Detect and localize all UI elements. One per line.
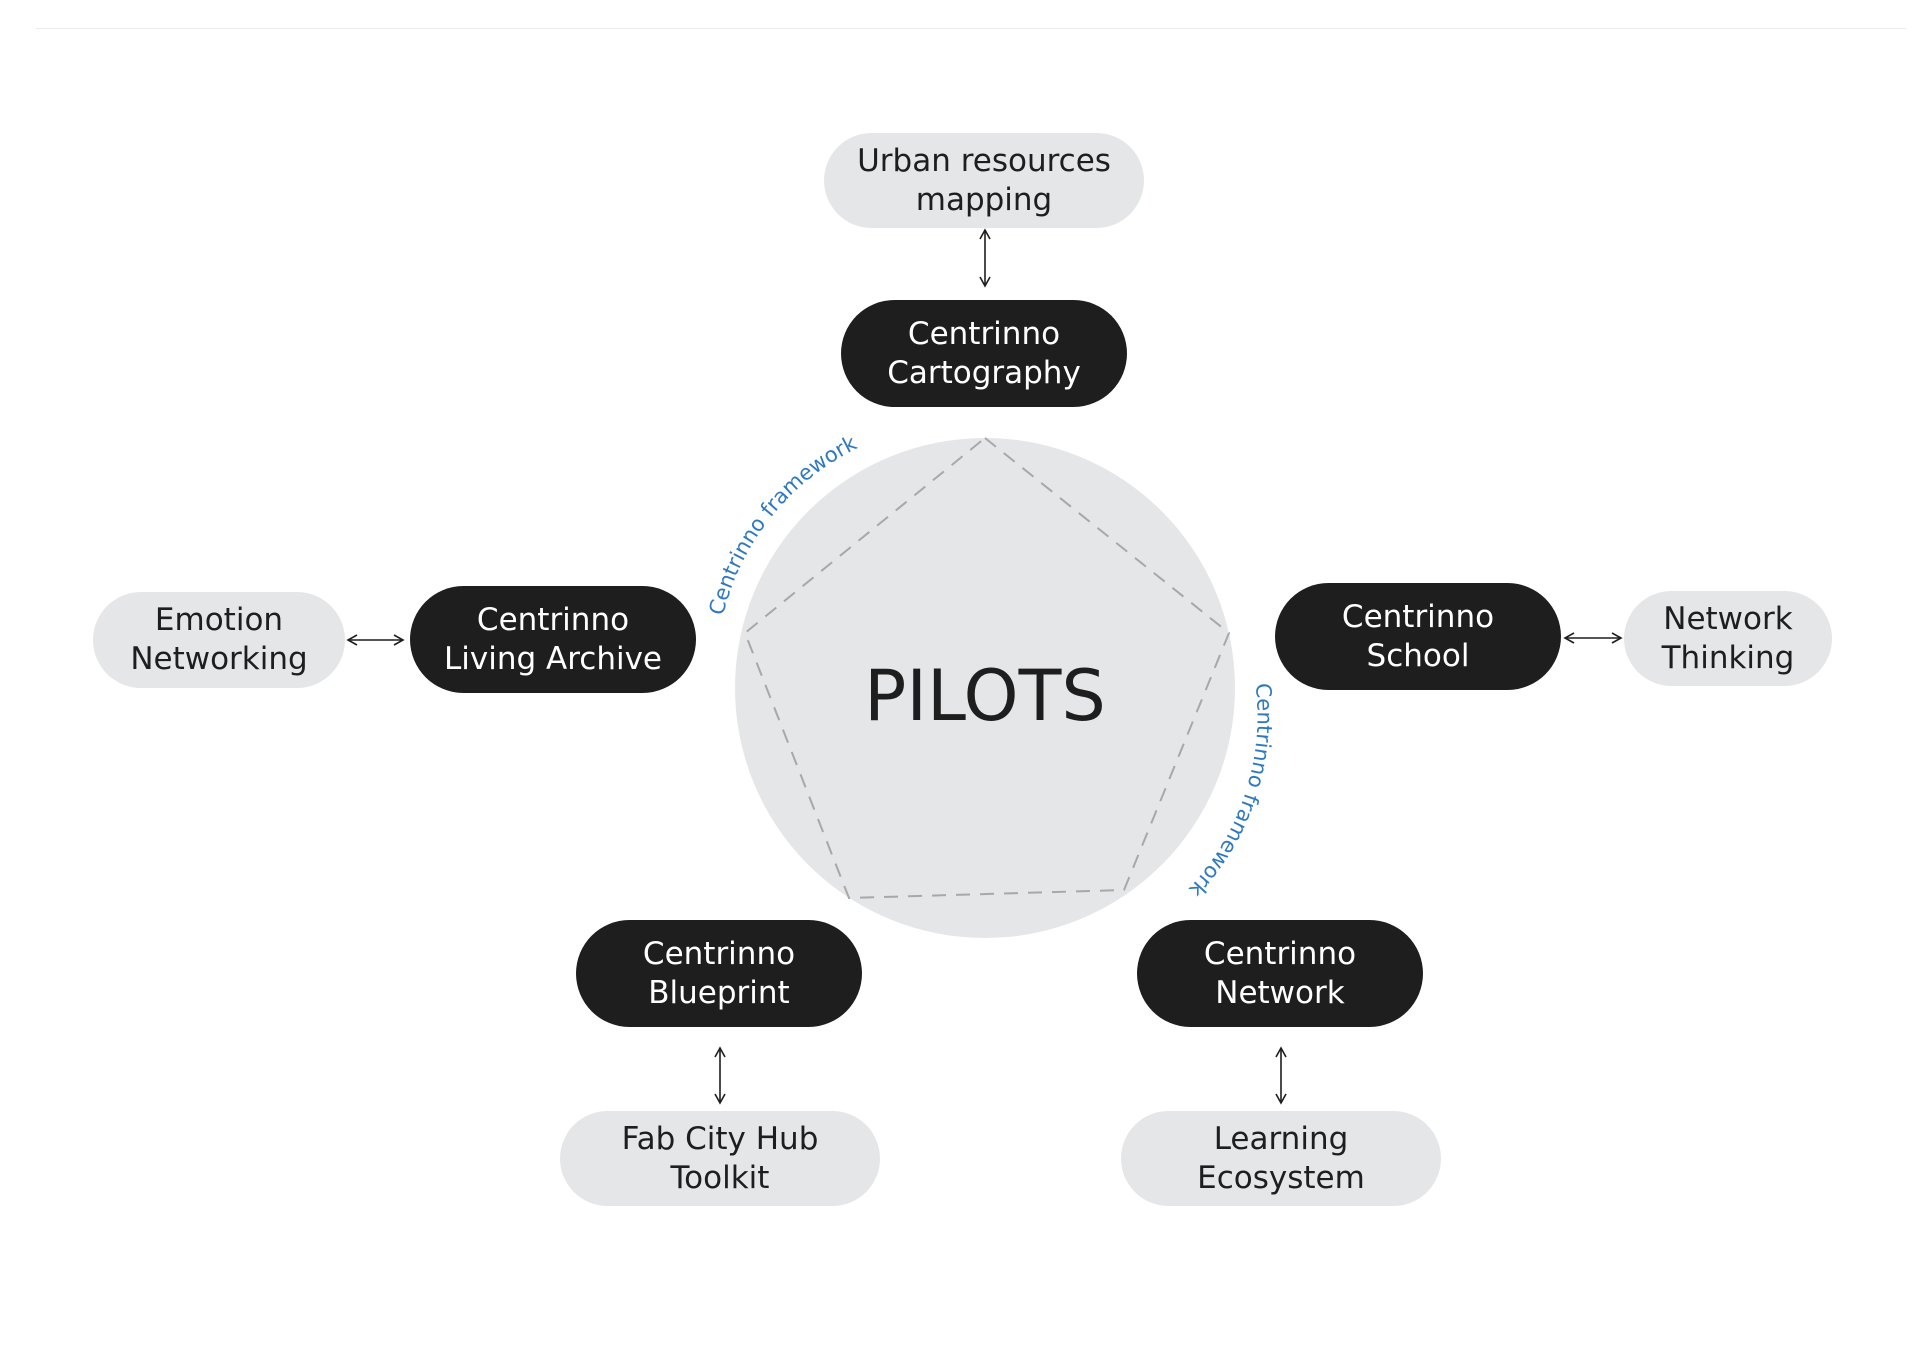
- output-fab-city-hub-toolkit: Fab City Hub Toolkit: [560, 1111, 880, 1206]
- top-divider: [36, 28, 1906, 29]
- tool-centrinno-cartography: Centrinno Cartography: [841, 300, 1127, 407]
- output-network-thinking: Network Thinking: [1624, 591, 1832, 686]
- framework-pentagon: [743, 436, 1231, 900]
- tool-centrinno-school: Centrinno School: [1275, 583, 1561, 690]
- pilots-title: PILOTS: [864, 655, 1106, 737]
- tool-centrinno-network: Centrinno Network: [1137, 920, 1423, 1027]
- output-urban-resources-mapping: Urban resources mapping: [824, 133, 1144, 228]
- tool-centrinno-blueprint: Centrinno Blueprint: [576, 920, 862, 1027]
- tool-centrinno-living-archive: Centrinno Living Archive: [410, 586, 696, 693]
- output-emotion-networking: Emotion Networking: [93, 592, 345, 688]
- pilots-circle: [735, 438, 1235, 938]
- output-learning-ecosystem: Learning Ecosystem: [1121, 1111, 1441, 1206]
